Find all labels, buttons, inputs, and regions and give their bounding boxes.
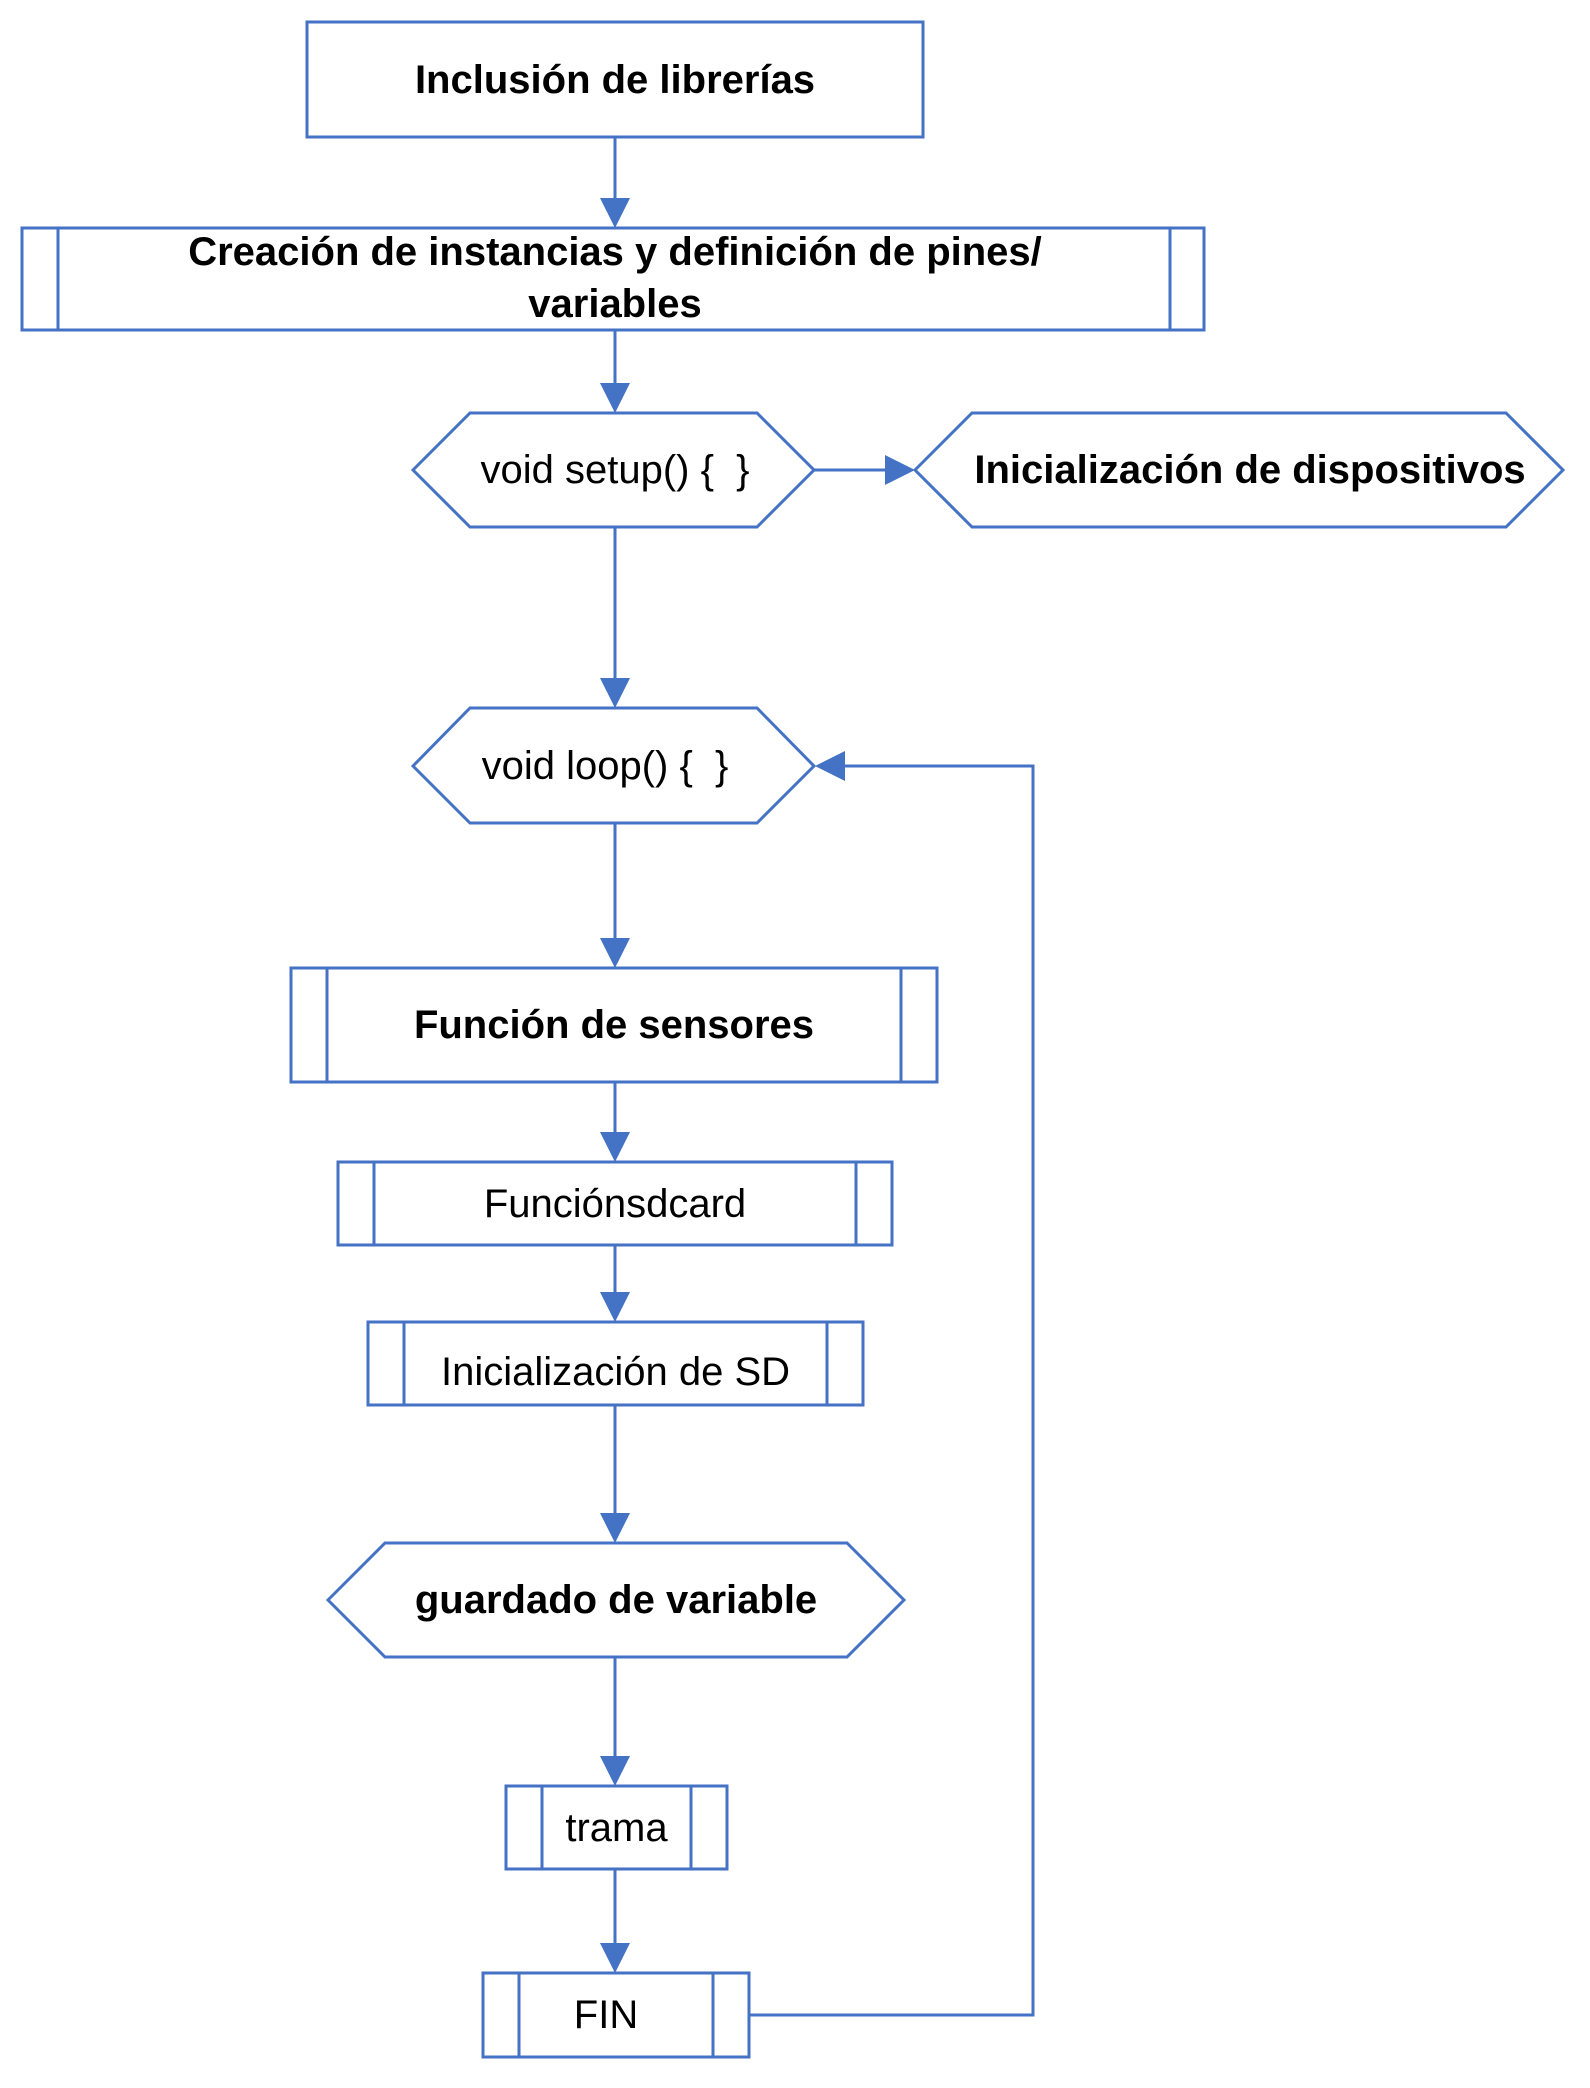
init-devices-label: Inicialización de dispositivos <box>974 448 1526 492</box>
sdcard-function-label: Funciónsdcard <box>483 1181 747 1226</box>
arrow-end-loopback <box>749 751 1035 2017</box>
init-devices-hexagon <box>912 411 1566 529</box>
setup-label: void setup() { } <box>480 448 750 492</box>
sd-init-label: Inicialización de SD <box>440 1349 791 1394</box>
create-instances-box <box>20 226 1206 332</box>
loop-hexagon <box>410 706 817 825</box>
frame-label: trama <box>565 1805 668 1850</box>
save-variable-label: guardado de variable <box>414 1578 818 1622</box>
save-variable-hexagon <box>325 1541 907 1659</box>
create-instances-label: Creación de instancias y definición de p… <box>188 230 1042 326</box>
loop-label: void loop() { } <box>481 743 729 788</box>
include-libraries-label: Inclusión de librerías <box>414 57 816 102</box>
sensor-function-label: Función de sensores <box>413 1003 815 1047</box>
end-label: FIN <box>573 1993 639 2037</box>
